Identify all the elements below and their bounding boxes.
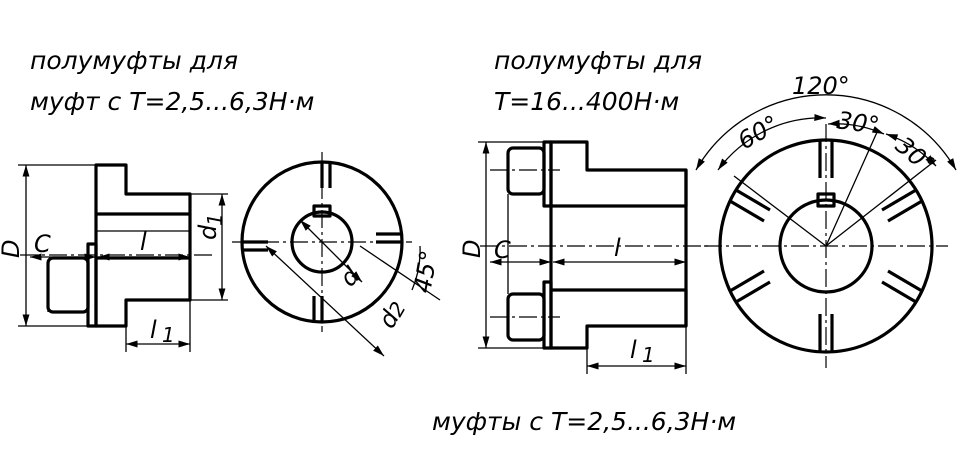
dim-l1-right: l bbox=[630, 336, 637, 364]
right-body-upper bbox=[549, 140, 688, 208]
caption-right-line1: полумуфты для bbox=[494, 46, 702, 75]
dim-45-left: 45° bbox=[408, 248, 443, 295]
dim-l-left: l bbox=[140, 228, 147, 256]
caption-right-line2: Т=16...400Н·м bbox=[494, 87, 679, 116]
left-body-lower bbox=[94, 256, 192, 328]
dim-D-left: D bbox=[0, 240, 25, 258]
left-section-view: D C l d 1 l 1 bbox=[0, 163, 228, 352]
right-end-view: 120° 60° 30° 30° bbox=[695, 72, 957, 368]
dim-d1-sub: 1 bbox=[203, 213, 227, 226]
dim-l1-left: l bbox=[150, 316, 157, 344]
left-body-upper bbox=[94, 163, 192, 216]
left-end-view: d d 2 45° bbox=[232, 152, 443, 357]
dim-120: 120° bbox=[792, 72, 850, 100]
caption-left-line1: полумуфты для bbox=[30, 46, 238, 75]
dim-C-right: C bbox=[494, 236, 511, 264]
caption-bottom: муфты с Т=2,5...6,3Н·м bbox=[432, 407, 736, 436]
right-body-lower bbox=[549, 288, 688, 350]
left-jaw bbox=[46, 256, 90, 314]
dim-l-right: l bbox=[614, 234, 621, 262]
caption-left-line2: муфт с Т=2,5...6,3Н·м bbox=[30, 87, 314, 116]
dim-D-right: D bbox=[458, 240, 486, 258]
dim-60: 60° bbox=[733, 110, 784, 156]
dim-30-a: 30° bbox=[835, 106, 881, 140]
dim-C-left: C bbox=[34, 230, 51, 258]
dim-l1-left-sub: 1 bbox=[162, 323, 175, 347]
dim-d1-left: d bbox=[194, 224, 222, 240]
right-jaw-upper bbox=[506, 146, 546, 196]
dim-l1-right-sub: 1 bbox=[642, 343, 655, 367]
right-section-view: D C l l 1 bbox=[458, 140, 710, 374]
